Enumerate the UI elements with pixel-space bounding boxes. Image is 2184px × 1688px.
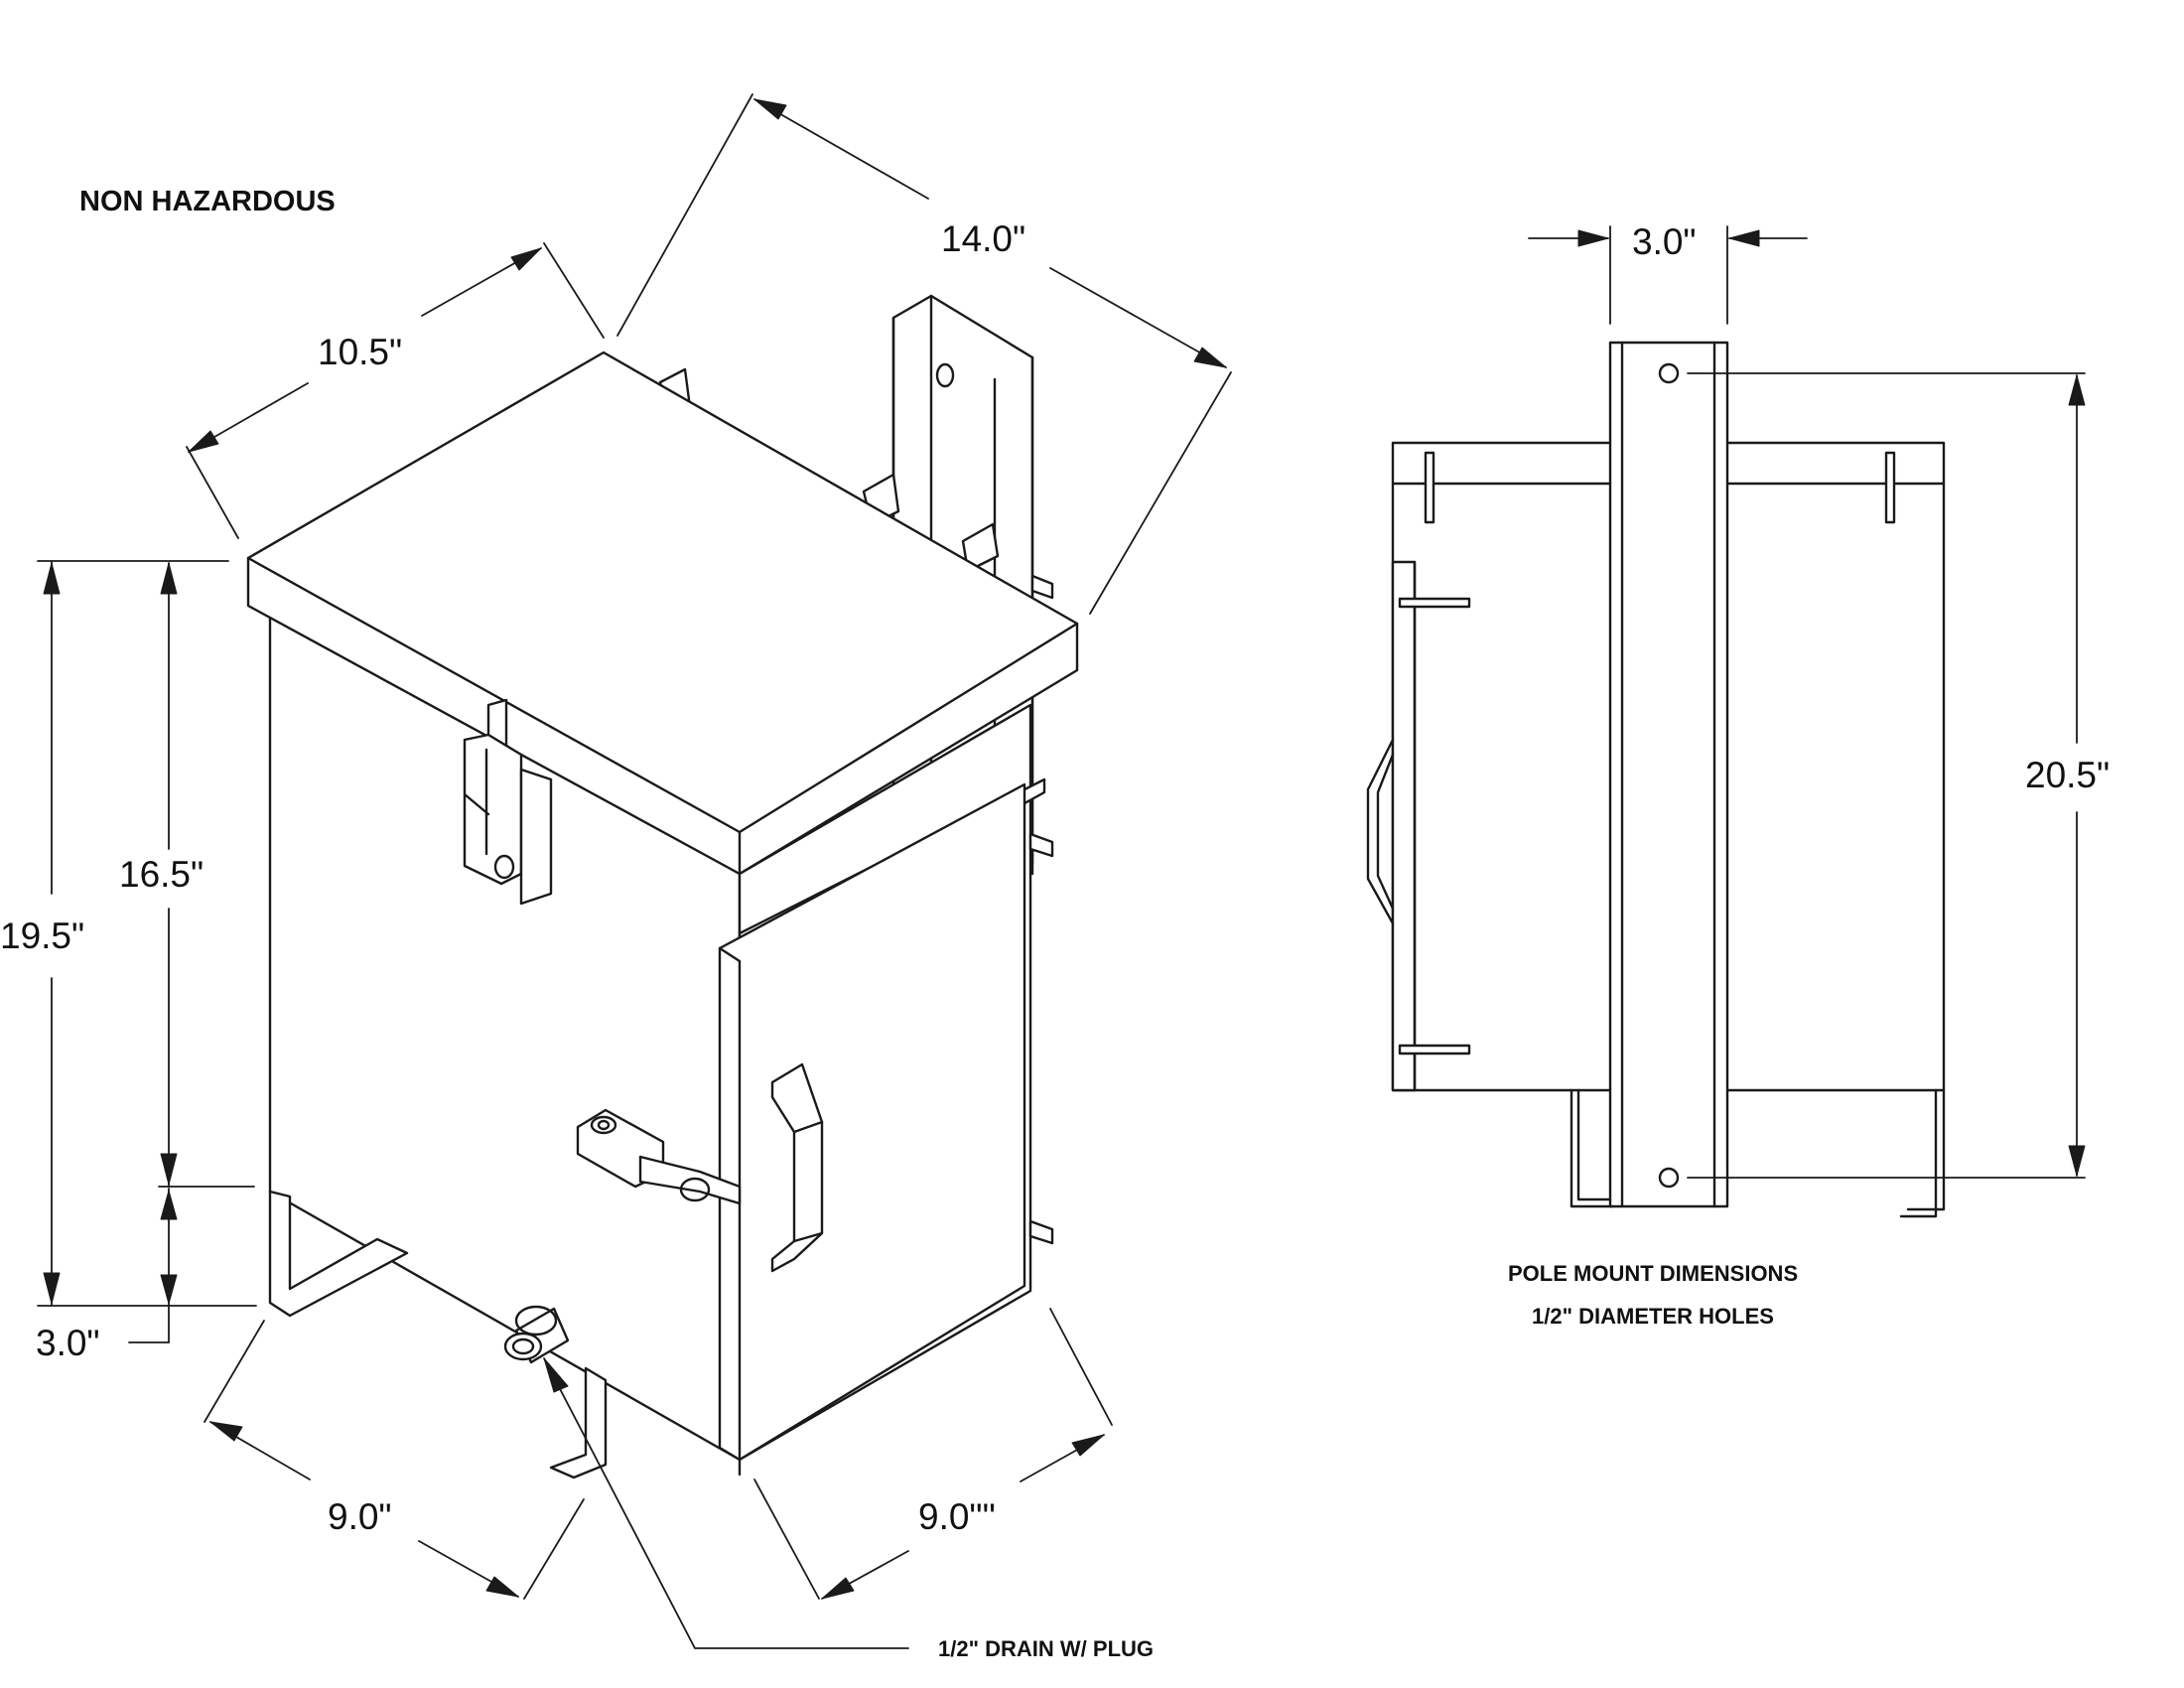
dimension-base-side (753, 1308, 1113, 1600)
isometric-view: 10.5" 14.0" 19.5" 16. (0, 93, 1232, 1661)
dimension-overall-height (37, 560, 257, 1307)
dim-label-leg-height: 3.0" (36, 1323, 100, 1363)
dimension-channel-width (1528, 225, 1808, 325)
drain-plug-icon (503, 1305, 570, 1364)
pole-mount-note-line1: POLE MOUNT DIMENSIONS (1508, 1261, 1798, 1286)
side-door (718, 782, 1026, 1462)
drain-leader (543, 1357, 909, 1649)
dim-label-top-depth: 14.0" (941, 218, 1025, 259)
dim-label-body-height: 16.5" (119, 854, 204, 895)
mount-hole-top-icon (1658, 362, 1680, 384)
dimension-body-height (158, 562, 255, 1188)
side-padlock-hasp (576, 1108, 742, 1205)
dim-label-top-width: 10.5" (318, 332, 402, 372)
dim-label-hole-spacing: 20.5" (2025, 755, 2110, 795)
page-title: NON HAZARDOUS (79, 186, 336, 217)
top-lid (246, 351, 1079, 876)
pole-mount-note-line2: 1/2" DIAMETER HOLES (1532, 1304, 1774, 1329)
door-handle (770, 1062, 824, 1273)
dim-label-base-front: 9.0" (328, 1496, 392, 1537)
dimension-top-depth (616, 93, 1232, 615)
mount-hole-bottom-icon (1658, 1167, 1680, 1189)
dim-label-channel-width: 3.0" (1632, 221, 1697, 262)
dimension-base-front (204, 1320, 585, 1600)
dim-label-base-side: 9.0"" (918, 1496, 996, 1537)
drain-note: 1/2" DRAIN W/ PLUG (938, 1636, 1154, 1661)
dimension-top-width (186, 242, 605, 539)
dimension-leg-height (128, 1188, 178, 1343)
dimension-hole-spacing (1687, 372, 2086, 1179)
dim-label-overall-height: 19.5" (0, 915, 84, 956)
front-padlock-hasp (463, 698, 553, 906)
pole-mount-view: 3.0" 20.5" POLE MOUNT DIMENSIONS 1/2" DI… (1366, 221, 2110, 1329)
